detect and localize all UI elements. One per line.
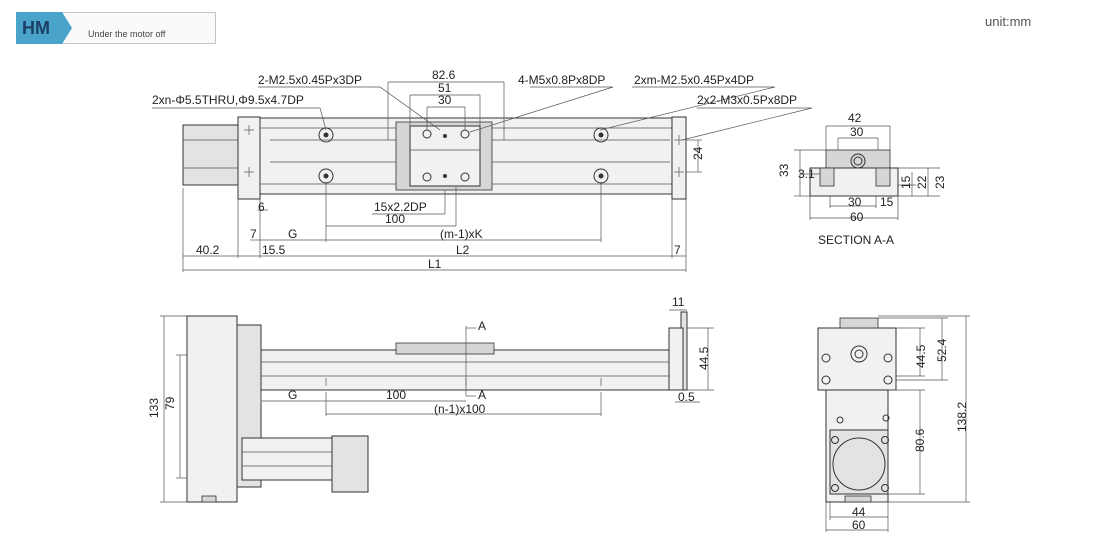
callout-thru-holes: 2xn-Φ5.5THRU,Φ9.5x4.7DP: [152, 93, 304, 107]
section-dim-23: 23: [933, 175, 947, 189]
dim-40-2: 40.2: [196, 243, 220, 257]
motor-face-circle: [832, 437, 886, 491]
side-end-block: [186, 315, 238, 503]
dim-6: 6: [258, 200, 265, 214]
end-dim-80-6: 80.6: [913, 428, 927, 452]
end-dim-52-4: 52.4: [935, 338, 949, 362]
side-view: 11 A 44.5 A 0.5 133 79 G 100 (n-1)x100: [147, 295, 714, 503]
dim-24: 24: [691, 146, 705, 160]
side-rail: [260, 349, 682, 391]
header-code-badge: [16, 12, 72, 44]
dim-l2: L2: [456, 243, 470, 257]
top-view: 2-M2.5x0.45Px3DP 2xn-Φ5.5THRU,Φ9.5x4.7DP…: [152, 68, 813, 272]
right-end-plate-top: [671, 116, 687, 200]
end-dim-60: 60: [852, 518, 866, 532]
dim-30: 30: [438, 93, 452, 107]
section-dim-3-1: 3.1: [798, 167, 815, 181]
section-dim-42: 42: [848, 111, 862, 125]
side-motor: [241, 437, 333, 481]
side-dim-n-1-100: (n-1)x100: [434, 402, 486, 416]
section-title: SECTION A-A: [818, 233, 894, 247]
dim-100-top: 100: [385, 212, 405, 226]
side-dim-g: G: [288, 388, 297, 402]
unit-label: unit:mm: [985, 14, 1032, 29]
dim-l1: L1: [428, 257, 442, 271]
dim-7-left: 7: [250, 227, 257, 241]
dim-15-5: 15.5: [262, 243, 286, 257]
dim-51: 51: [438, 81, 452, 95]
header-tab: HM Under the motor off: [16, 12, 216, 44]
side-dim-79: 79: [163, 396, 177, 410]
callout-pin: 15x2.2DP: [374, 200, 427, 214]
side-dim-100: 100: [386, 388, 406, 402]
side-motor-cap: [331, 435, 369, 493]
section-dim-30-top: 30: [850, 125, 864, 139]
motor-block-top: [182, 124, 239, 186]
callout-m3: 2x2-M3x0.5Px8DP: [697, 93, 797, 107]
side-slider: [395, 342, 495, 355]
dim-82-6: 82.6: [432, 68, 456, 82]
section-a-a: 42 30 33 3.1 15 22 23 30 15 60 SECTION A…: [777, 111, 947, 247]
end-dim-44-5: 44.5: [914, 344, 928, 368]
section-dim-15-right: 15: [899, 175, 913, 189]
side-section-mark-top: A: [478, 319, 486, 333]
side-dim-0-5: 0.5: [678, 390, 695, 404]
side-dim-44-5: 44.5: [697, 346, 711, 370]
section-dim-15-bottom: 15: [880, 195, 894, 209]
section-dim-22: 22: [915, 175, 929, 189]
side-section-mark-bottom: A: [478, 388, 486, 402]
section-dim-33: 33: [777, 163, 791, 177]
section-dim-60: 60: [850, 210, 864, 224]
side-dim-11: 11: [672, 295, 685, 309]
callout-m5: 4-M5x0.8Px8DP: [518, 73, 605, 87]
end-dim-138-2: 138.2: [955, 402, 969, 432]
callout-m25-4dp: 2xm-M2.5x0.45Px4DP: [634, 73, 754, 87]
end-view: 44.5 52.4 138.2 80.6 44 60: [817, 315, 970, 532]
dim-g-top: G: [288, 227, 297, 241]
section-dim-30-bottom: 30: [848, 195, 862, 209]
dim-7-right: 7: [674, 243, 681, 257]
callout-m25-3dp: 2-M2.5x0.45Px3DP: [258, 73, 362, 87]
dim-m-1-k: (m-1)xK: [440, 227, 483, 241]
product-code: HM: [22, 18, 50, 38]
side-dim-133: 133: [147, 398, 161, 418]
header-subtitle: Under the motor off: [88, 29, 166, 39]
end-dim-44: 44: [852, 505, 866, 519]
